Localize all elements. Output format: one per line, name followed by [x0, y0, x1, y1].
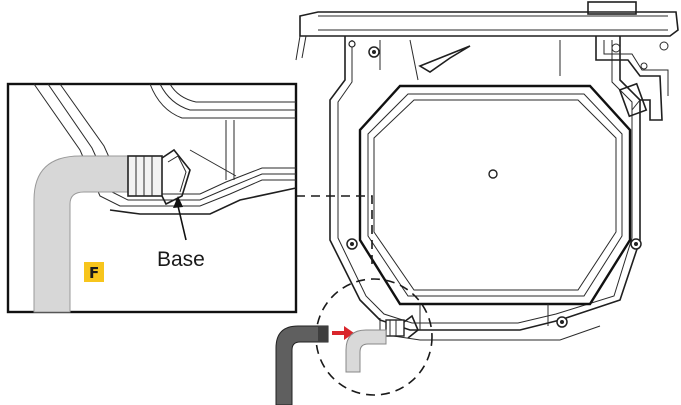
arrow-icon — [332, 326, 354, 340]
hex-key-tool-light — [345, 329, 387, 373]
screw-icon — [348, 40, 356, 48]
view-letter: F — [89, 264, 99, 282]
base-label: Base — [157, 248, 205, 271]
latch-clip-zoomed — [127, 148, 191, 206]
screw-icon — [346, 238, 358, 250]
hex-key-tool-dark — [275, 325, 329, 405]
latch-clip-small — [385, 314, 419, 339]
screw-icon — [368, 46, 380, 58]
view-letter-badge: F — [84, 262, 104, 282]
hex-key-tool-zoomed — [33, 155, 131, 313]
ceiling-unit-body — [295, 1, 679, 341]
detail-inset: Base F — [6, 82, 298, 314]
screw-icon — [630, 238, 642, 250]
center-mark — [488, 169, 498, 179]
base-pointer — [173, 196, 187, 241]
screw-icon — [556, 316, 568, 328]
